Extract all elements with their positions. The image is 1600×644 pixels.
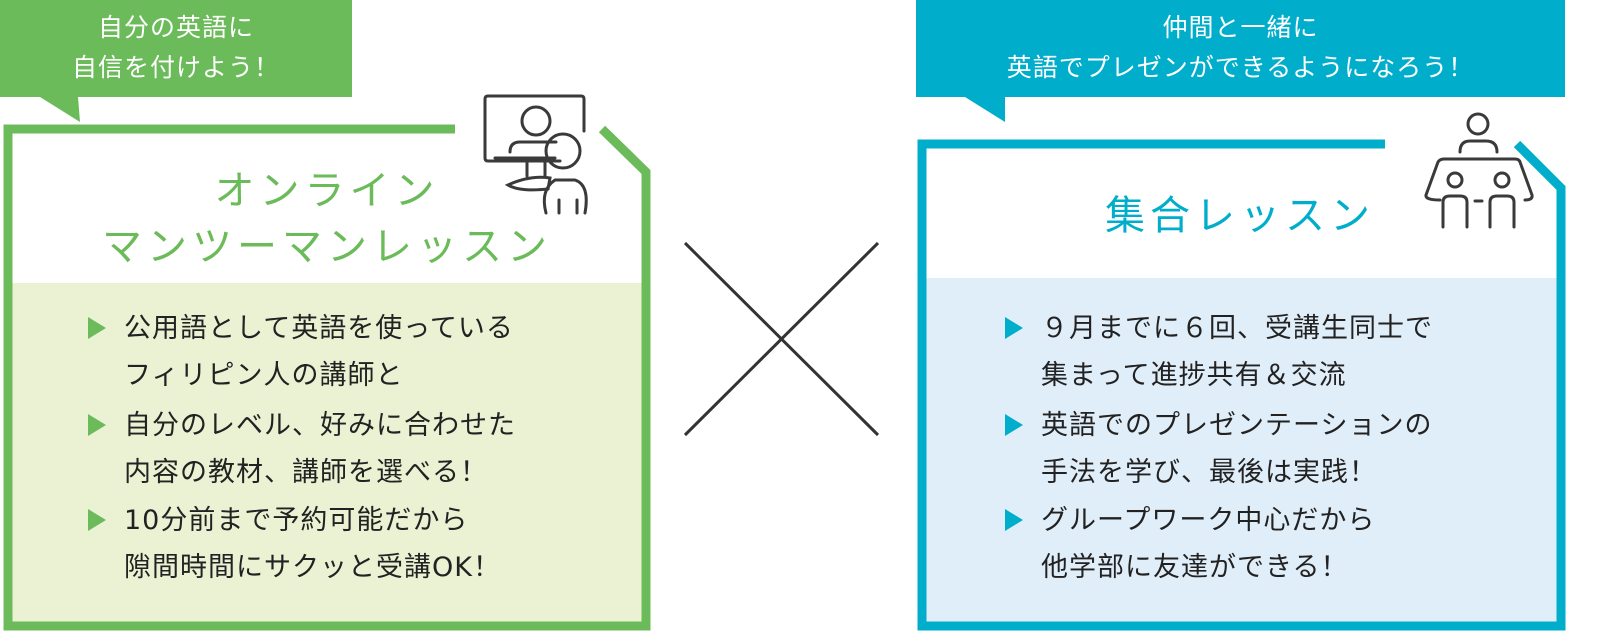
right-bullet-1: ９月までに６回、受講生同士で集まって進捗共有＆交流 [1005, 305, 1433, 399]
bullet-line: 公用語として英語を使っている [124, 313, 514, 344]
right-frame [917, 139, 1566, 631]
right-title: 集合レッスン [1010, 188, 1470, 244]
right-callout-line: 英語でプレゼンができるようになろう！ [1006, 53, 1475, 82]
left-bullet-3: 10分前まで予約可能だから隙間時間にサクッと受講OK！ [88, 497, 501, 591]
bullet-line: 手法を学び、最後は実践！ [1041, 457, 1377, 488]
left-frame [3, 124, 651, 631]
triangle-bullet-icon [1005, 509, 1023, 531]
right-bullet-2: 英語でのプレゼンテーションの手法を学び、最後は実践！ [1005, 402, 1432, 496]
left-title: オンライン マンツーマンレッスン [8, 163, 646, 275]
left-content-bg [8, 283, 646, 626]
bullet-line: 10分前まで予約可能だから [124, 505, 469, 536]
left-callout-line: 自分の英語に [97, 13, 254, 42]
bullet-line: 自分のレベル、好みに合わせた [124, 410, 516, 441]
bullet-line: ９月までに６回、受講生同士で [1041, 313, 1433, 344]
video-call-icon [483, 94, 588, 215]
left-bullet-1: 公用語として英語を使っているフィリピン人の講師と [88, 305, 514, 399]
cross-icon [683, 241, 880, 437]
bullet-line: グループワーク中心だから [1041, 505, 1376, 536]
triangle-bullet-icon [88, 317, 106, 339]
bullet-line: 他学部に友達ができる！ [1041, 552, 1349, 583]
right-callout-box [916, 0, 1565, 122]
left-callout-line: 自信を付けよう！ [71, 53, 280, 82]
triangle-bullet-icon [88, 509, 106, 531]
triangle-bullet-icon [1005, 414, 1023, 436]
bullet-line: フィリピン人の講師と [124, 360, 404, 391]
left-title-line: オンライン [214, 168, 440, 214]
triangle-bullet-icon [1005, 317, 1023, 339]
right-content-bg [922, 278, 1561, 626]
left-title-line: マンツーマンレッスン [102, 224, 552, 270]
bullet-line: 集まって進捗共有＆交流 [1041, 360, 1347, 391]
bullet-line: 内容の教材、講師を選べる！ [124, 457, 488, 488]
left-callout-box [0, 0, 352, 122]
left-bullet-2: 自分のレベル、好みに合わせた内容の教材、講師を選べる！ [88, 402, 516, 496]
triangle-bullet-icon [88, 414, 106, 436]
right-callout: 仲間と一緒に 英語でプレゼンができるようになろう！ [916, 8, 1565, 88]
left-callout: 自分の英語に 自信を付けよう！ [0, 8, 352, 88]
group-meeting-icon [1424, 112, 1534, 229]
right-callout-line: 仲間と一緒に [1162, 13, 1319, 42]
right-title-line: 集合レッスン [1105, 193, 1375, 239]
bullet-line: 隙間時間にサクッと受講OK！ [124, 552, 501, 583]
bullet-line: 英語でのプレゼンテーションの [1041, 410, 1433, 441]
right-bullet-3: グループワーク中心だから他学部に友達ができる！ [1005, 497, 1375, 591]
